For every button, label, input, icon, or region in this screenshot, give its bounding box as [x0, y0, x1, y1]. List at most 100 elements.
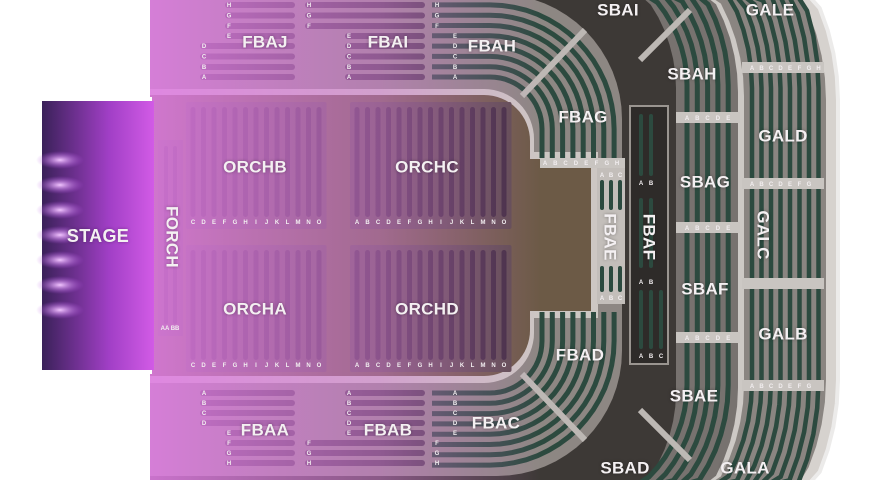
section-sbah[interactable]: SBAH: [667, 64, 717, 84]
seat-row: [690, 0, 731, 480]
row-label: C: [453, 411, 458, 417]
row-label: K: [275, 363, 280, 369]
section-fbab[interactable]: FBAB: [363, 420, 413, 440]
row-label: A: [639, 354, 644, 360]
stage-light: [36, 201, 84, 219]
stage-light: [36, 151, 84, 169]
row-label: D: [716, 336, 721, 342]
section-sbaf[interactable]: SBAF: [681, 279, 729, 299]
section-fbad[interactable]: FBAD: [555, 345, 605, 365]
seat-row: [639, 198, 643, 268]
row-label: M: [296, 220, 301, 226]
section-fbaj[interactable]: FBAJ: [242, 32, 288, 52]
seat-row: [770, 0, 802, 480]
row-label: E: [227, 34, 231, 40]
section-orchd[interactable]: ORCHD: [395, 299, 459, 319]
row-label: H: [243, 220, 247, 226]
section-gale[interactable]: GALE: [745, 0, 795, 20]
row-label: B: [347, 401, 352, 407]
row-label: A: [600, 296, 605, 302]
seat-row: [618, 180, 622, 210]
row-label: G: [418, 363, 423, 369]
section-fbaa[interactable]: FBAA: [240, 420, 290, 440]
row-label: G: [233, 220, 238, 226]
row-label: N: [491, 220, 495, 226]
section-fbaf[interactable]: FBAF: [639, 213, 659, 261]
section-galb[interactable]: GALB: [758, 324, 808, 344]
row-label: C: [769, 182, 774, 188]
row-label: E: [788, 384, 792, 390]
row-label: C: [705, 116, 710, 122]
row-label: C: [191, 220, 196, 226]
row-label: A: [202, 75, 207, 81]
row-label: E: [347, 34, 351, 40]
row-label: D: [347, 421, 352, 427]
seat-row: [639, 290, 643, 349]
row-label: G: [807, 182, 812, 188]
seat-row: [639, 114, 643, 176]
seat-row: [655, 0, 700, 480]
row-label: C: [659, 354, 664, 360]
section-sbai[interactable]: SBAI: [597, 0, 639, 20]
row-label: H: [435, 461, 439, 467]
row-label: B: [553, 161, 558, 167]
section-fbai[interactable]: FBAI: [367, 32, 409, 52]
section-divider: [742, 278, 824, 289]
row-label: A: [202, 391, 207, 397]
section-forch[interactable]: FORCH: [162, 206, 182, 268]
section-sbag[interactable]: SBAG: [679, 172, 731, 192]
seat-row: [659, 290, 663, 349]
row-label: C: [769, 66, 774, 72]
row-label: A: [750, 66, 755, 72]
section-gala[interactable]: GALA: [720, 458, 770, 478]
row-label: O: [317, 363, 322, 369]
row-label: L: [471, 363, 475, 369]
row-label: F: [223, 363, 227, 369]
gallery-rows: [718, 0, 821, 480]
row-label: A: [639, 280, 644, 286]
row-label: D: [453, 421, 458, 427]
row-label: D: [716, 226, 721, 232]
section-orcha[interactable]: ORCHA: [223, 299, 287, 319]
row-label: F: [307, 24, 311, 30]
row-label: O: [502, 363, 507, 369]
section-galc[interactable]: GALC: [753, 210, 773, 260]
row-label: C: [347, 55, 352, 61]
row-label: B: [649, 354, 654, 360]
seat-row: [639, 0, 690, 480]
row-label: N: [306, 363, 310, 369]
row-label: F: [595, 161, 599, 167]
section-fbac[interactable]: FBAC: [471, 413, 521, 433]
row-label: D: [778, 66, 783, 72]
section-gald[interactable]: GALD: [758, 126, 808, 146]
section-divider: [742, 62, 824, 73]
row-label: C: [705, 336, 710, 342]
row-label: C: [705, 226, 710, 232]
section-sbad[interactable]: SBAD: [600, 458, 650, 478]
row-label: C: [191, 363, 196, 369]
row-label: L: [286, 220, 290, 226]
stage-light: [36, 176, 84, 194]
row-label: I: [255, 363, 257, 369]
row-label: I: [255, 220, 257, 226]
section-fbah[interactable]: FBAH: [467, 36, 517, 56]
row-label: F: [307, 441, 311, 447]
section-fbag[interactable]: FBAG: [558, 107, 608, 127]
section-fbae[interactable]: FBAE: [600, 213, 620, 261]
row-label: A: [453, 391, 458, 397]
row-label: A: [750, 182, 755, 188]
section-divider: [676, 332, 740, 343]
section-orchb[interactable]: ORCHB: [223, 157, 287, 177]
row-label: E: [212, 220, 216, 226]
row-label: B: [202, 65, 207, 71]
row-label: O: [317, 220, 322, 226]
row-label: J: [265, 220, 268, 226]
section-orchc[interactable]: ORCHC: [395, 157, 459, 177]
row-label: M: [481, 220, 486, 226]
row-label: C: [376, 220, 381, 226]
seat-row: [649, 290, 653, 349]
seat-row: [665, 0, 711, 480]
section-sbae[interactable]: SBAE: [669, 386, 719, 406]
row-label: A: [453, 75, 458, 81]
